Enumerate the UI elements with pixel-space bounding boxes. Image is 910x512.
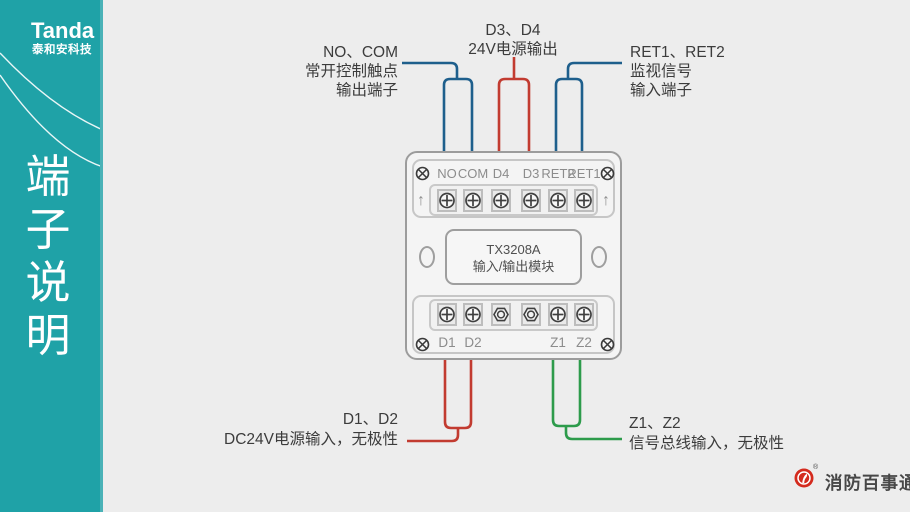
annotation-line: Z1、Z2 bbox=[629, 415, 681, 432]
terminal-label-d2: D2 bbox=[464, 335, 482, 350]
terminal-label-ret1: RET1 bbox=[567, 166, 601, 181]
page-title: 端子说明 bbox=[25, 151, 71, 361]
screw-phillips-icon bbox=[437, 303, 457, 326]
top-terminal-block bbox=[429, 184, 598, 216]
top-terminal-panel bbox=[412, 159, 615, 218]
screw-phillips-icon bbox=[521, 189, 541, 212]
screw-phillips-icon bbox=[463, 303, 483, 326]
sidebar: Tanda 泰和安科技 端子说明 bbox=[0, 0, 103, 512]
sidebar-edge-highlight bbox=[100, 0, 103, 512]
up-arrow-icon: ↑ bbox=[417, 192, 425, 209]
footer-brand-name: 消防百事通 bbox=[825, 473, 910, 493]
annotation-line: NO、COM bbox=[323, 44, 398, 61]
screw-phillips-icon bbox=[548, 303, 568, 326]
bottom-terminal-block bbox=[429, 299, 598, 331]
screw-cross-icon bbox=[415, 166, 430, 181]
annotation-line: D1、D2 bbox=[342, 411, 398, 428]
hex-terminal-icon bbox=[521, 303, 541, 326]
terminal-label-no: NO bbox=[437, 166, 457, 181]
up-arrow-icon: ↑ bbox=[602, 192, 610, 209]
annotation-z1-z2: Z1、Z2 信号总线输入，无极性 bbox=[629, 414, 784, 453]
annotation-line: 输出端子 bbox=[335, 81, 398, 99]
wire-ret1-ret2 bbox=[554, 61, 622, 151]
screw-phillips-icon bbox=[574, 303, 594, 326]
terminal-label-d3: D3 bbox=[522, 166, 540, 181]
module-nameplate: TX3208A 输入/输出模块 bbox=[445, 229, 582, 285]
wire-d3-d4 bbox=[497, 57, 531, 151]
brand-logo-subtitle: 泰和安科技 bbox=[32, 44, 92, 56]
wire-d1-d2 bbox=[407, 360, 473, 443]
screw-phillips-icon bbox=[463, 189, 483, 212]
hex-terminal-icon bbox=[491, 303, 511, 326]
terminal-label-com: COM bbox=[457, 166, 489, 181]
mounting-hole bbox=[591, 246, 607, 268]
screw-cross-icon bbox=[600, 166, 615, 181]
annotation-no-com: NO、COM 常开控制触点 输出端子 bbox=[305, 44, 398, 100]
terminal-label-ret2: RET2 bbox=[541, 166, 575, 181]
annotation-d1-d2: D1、D2 DC24V电源输入，无极性 bbox=[224, 410, 398, 449]
annotation-line: 信号总线输入，无极性 bbox=[629, 434, 785, 452]
annotation-line: D3、D4 bbox=[485, 22, 541, 39]
annotation-line: DC24V电源输入，无极性 bbox=[224, 430, 398, 448]
bottom-terminal-panel bbox=[412, 295, 615, 354]
annotation-line: 常开控制触点 bbox=[304, 62, 398, 80]
io-module: NO COM D4 D3 RET2 RET1 ↑ ↑ TX3208A bbox=[405, 151, 622, 360]
footer-brand-logo-icon bbox=[793, 467, 815, 494]
wire-no-com bbox=[402, 61, 474, 151]
terminal-label-d1: D1 bbox=[438, 335, 456, 350]
annotation-line: 输入端子 bbox=[630, 81, 693, 99]
screw-phillips-icon bbox=[548, 189, 568, 212]
brand-logo: Tanda bbox=[31, 18, 95, 43]
screw-cross-icon bbox=[415, 337, 430, 352]
decorative-arcs-icon bbox=[0, 52, 103, 168]
wire-z1-z2 bbox=[551, 360, 622, 441]
module-model: TX3208A bbox=[486, 242, 541, 257]
terminal-label-z1: Z1 bbox=[550, 335, 566, 350]
registered-trademark: ® bbox=[813, 464, 819, 471]
screw-cross-icon bbox=[600, 337, 615, 352]
terminal-label-d4: D4 bbox=[492, 166, 510, 181]
screw-phillips-icon bbox=[574, 189, 594, 212]
annotation-line: 监视信号 bbox=[630, 62, 693, 80]
annotation-line: 24V电源输出 bbox=[468, 40, 558, 58]
module-name: 输入/输出模块 bbox=[472, 259, 555, 274]
annotation-ret1-ret2: RET1、RET2 监视信号 输入端子 bbox=[630, 44, 725, 100]
screw-phillips-icon bbox=[437, 189, 457, 212]
screw-phillips-icon bbox=[491, 189, 511, 212]
terminal-label-z2: Z2 bbox=[576, 335, 592, 350]
annotation-line: RET1、RET2 bbox=[630, 44, 725, 61]
annotation-d3-d4: D3、D4 24V电源输出 bbox=[453, 22, 573, 60]
mounting-hole bbox=[419, 246, 435, 268]
